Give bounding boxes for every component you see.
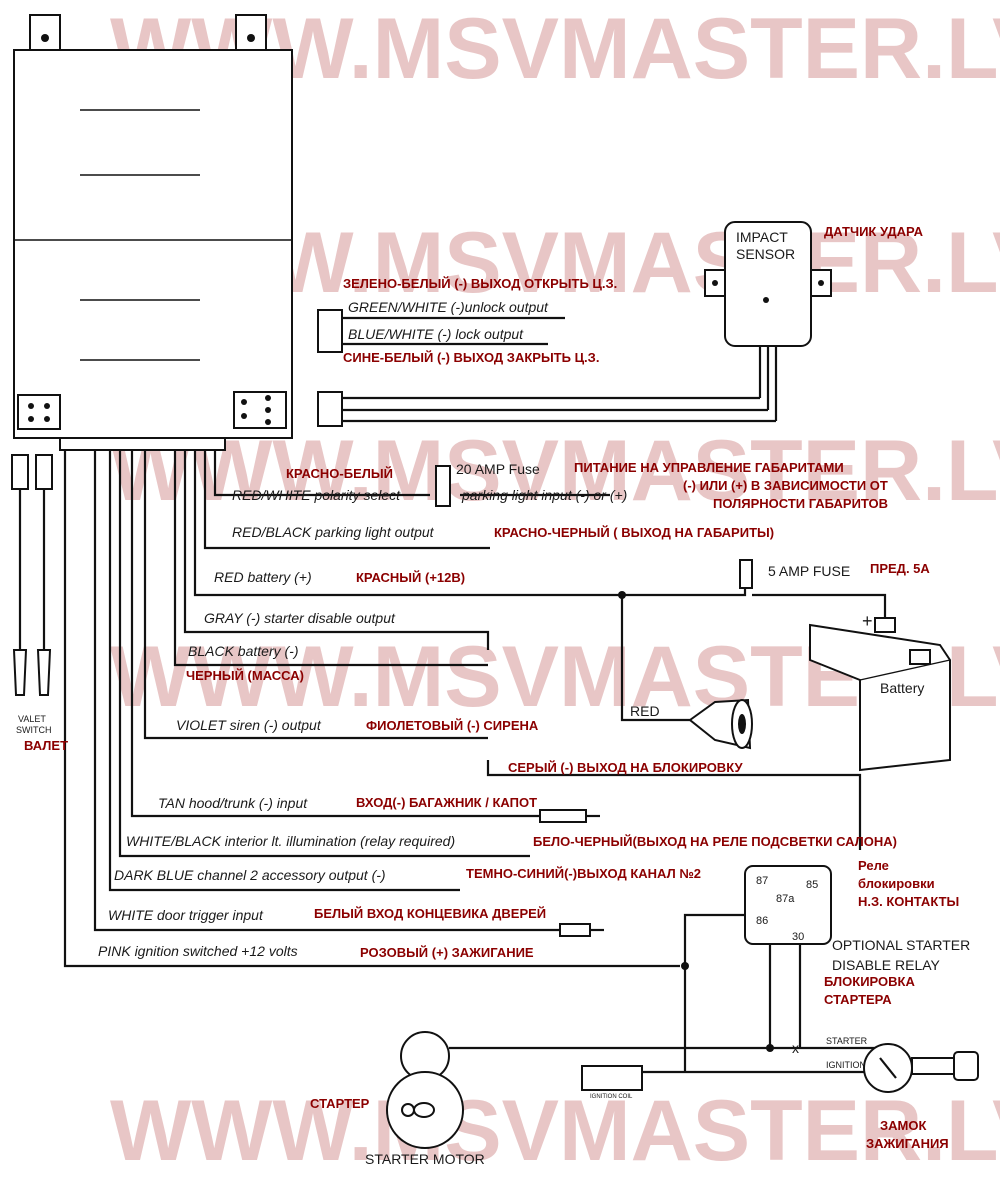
ru-valet: ВАЛЕТ bbox=[24, 738, 68, 753]
ru-violet: ФИОЛЕТОВЫЙ (-) СИРЕНА bbox=[366, 718, 539, 733]
ru-red-white: КРАСНО-БЕЛЫЙ bbox=[286, 466, 393, 481]
ru-black: ЧЕРНЫЙ (МАССА) bbox=[186, 668, 304, 683]
impact-sensor-label-1: IMPACT bbox=[736, 229, 788, 245]
relay-caption-2: DISABLE RELAY bbox=[832, 957, 941, 973]
ru-parking-2: (-) ИЛИ (+) В ЗАВИСИМОСТИ ОТ bbox=[683, 478, 888, 493]
label-violet: VIOLET siren (-) output bbox=[176, 717, 322, 733]
relay-pin-85: 85 bbox=[806, 879, 818, 891]
watermark-5: WWW.MSVMASTER.LV bbox=[110, 1083, 1000, 1179]
wire-labels: RED/WHITE polarity select parking light … bbox=[98, 487, 627, 959]
harness-wires bbox=[63, 450, 747, 968]
gray-disable-line bbox=[486, 760, 862, 850]
impact-sensor-connector bbox=[317, 345, 778, 427]
ru-dark-blue: ТЕМНО-СИНИЙ(-)ВЫХОД КАНАЛ №2 bbox=[466, 866, 701, 881]
ru-starter: СТАРТЕР bbox=[310, 1096, 370, 1111]
door-lock-connector: GREEN/WHITE (-)unlock output BLUE/WHITE … bbox=[317, 299, 565, 353]
ru-impact: ДАТЧИК УДАРА bbox=[824, 224, 924, 239]
label-gray: GRAY (-) starter disable output bbox=[204, 610, 396, 626]
ru-red-black: КРАСНО-ЧЕРНЫЙ ( ВЫХОД НА ГАБАРИТЫ) bbox=[494, 525, 774, 540]
ru-starter-block-2: СТАРТЕРА bbox=[824, 992, 892, 1007]
label-red-white: RED/WHITE polarity select bbox=[232, 487, 401, 503]
relay-pin-30: 30 bbox=[792, 931, 804, 943]
label-pink: PINK ignition switched +12 volts bbox=[98, 943, 298, 959]
ru-gray: СЕРЫЙ (-) ВЫХОД НА БЛОКИРОВКУ bbox=[508, 760, 743, 775]
fuse-5-amp: 5 AMP FUSE RED bbox=[618, 559, 887, 722]
relay-pin-87: 87 bbox=[756, 875, 768, 887]
ru-parking-1: ПИТАНИЕ НА УПРАВЛЕНИЕ ГАБАРИТАМИ bbox=[574, 460, 844, 475]
relay-caption-1: OPTIONAL STARTER bbox=[832, 937, 970, 953]
ignition-starter-label: STARTER bbox=[826, 1036, 868, 1046]
fuse-20-amp: 20 AMP Fuse bbox=[435, 461, 540, 507]
label-white-black: WHITE/BLACK interior lt. illumination (r… bbox=[126, 833, 455, 849]
fuse-5-label: 5 AMP FUSE bbox=[768, 563, 850, 579]
ru-green-white: ЗЕЛЕНО-БЕЛЫЙ (-) ВЫХОД ОТКРЫТЬ Ц.З. bbox=[343, 276, 617, 291]
ignition-ign-label: IGNITION bbox=[826, 1060, 866, 1070]
valet-switch: VALET SWITCH bbox=[11, 454, 53, 735]
siren bbox=[688, 698, 753, 750]
battery: + Battery bbox=[809, 611, 951, 772]
ru-blue-white: СИНЕ-БЕЛЫЙ (-) ВЫХОД ЗАКРЫТЬ Ц.З. bbox=[343, 350, 599, 365]
ru-relay-1: Реле bbox=[858, 858, 889, 873]
ru-fuse5: ПРЕД. 5А bbox=[870, 561, 930, 576]
fuse-20-label: 20 AMP Fuse bbox=[456, 461, 540, 477]
ru-starter-block-1: БЛОКИРОВКА bbox=[824, 974, 915, 989]
ru-ignition-2: ЗАЖИГАНИЯ bbox=[866, 1136, 949, 1151]
label-white: WHITE door trigger input bbox=[108, 907, 264, 923]
ru-red: КРАСНЫЙ (+12В) bbox=[356, 570, 465, 585]
label-red-black: RED/BLACK parking light output bbox=[232, 524, 435, 540]
impact-sensor: IMPACT SENSOR bbox=[704, 221, 832, 347]
ru-ignition-1: ЗАМОК bbox=[880, 1118, 926, 1133]
starter-motor: STARTER MOTOR bbox=[365, 1031, 880, 1167]
ru-relay-2: блокировки bbox=[858, 876, 935, 891]
ru-white-black: БЕЛО-ЧЕРНЫЙ(ВЫХОД НА РЕЛЕ ПОДСВЕТКИ САЛО… bbox=[533, 834, 897, 849]
label-red: RED battery (+) bbox=[214, 569, 312, 585]
ru-parking-3: ПОЛЯРНОСТИ ГАБАРИТОВ bbox=[713, 496, 888, 511]
door-pin-switch bbox=[559, 923, 604, 937]
relay-pin-86: 86 bbox=[756, 915, 768, 927]
russian-annotations: ДАТЧИК УДАРА ЗЕЛЕНО-БЕЛЫЙ (-) ВЫХОД ОТКР… bbox=[24, 224, 959, 1151]
battery-label: Battery bbox=[880, 680, 924, 696]
starter-motor-label: STARTER MOTOR bbox=[365, 1151, 485, 1167]
label-green-white: GREEN/WHITE (-)unlock output bbox=[348, 299, 549, 315]
impact-sensor-label-2: SENSOR bbox=[736, 246, 795, 262]
label-dark-blue: DARK BLUE channel 2 accessory output (-) bbox=[114, 867, 386, 883]
ignition-switch: IGNITION COIL STARTER IGNITION x bbox=[581, 1036, 979, 1100]
label-black: BLACK battery (-) bbox=[188, 643, 298, 659]
valet-switch-label-2: SWITCH bbox=[16, 725, 52, 735]
starter-disable-relay: 87 85 87a 86 30 OPTIONAL STARTER DISABLE… bbox=[681, 865, 970, 1072]
ru-tan: ВХОД(-) БАГАЖНИК / КАПОТ bbox=[356, 795, 537, 810]
label-tan: TAN hood/trunk (-) input bbox=[158, 795, 308, 811]
ru-white: БЕЛЫЙ ВХОД КОНЦЕВИКА ДВЕРЕЙ bbox=[314, 906, 546, 921]
alarm-module bbox=[13, 14, 293, 451]
label-parking-input: parking light input (-) or (+) bbox=[461, 487, 627, 503]
relay-pin-87a: 87a bbox=[776, 893, 795, 905]
ru-relay-3: Н.З. КОНТАКТЫ bbox=[858, 894, 959, 909]
red-tap-label: RED bbox=[630, 703, 660, 719]
hood-pin-switch bbox=[539, 809, 600, 823]
valet-switch-label-1: VALET bbox=[18, 714, 46, 724]
svg-text:+: + bbox=[862, 611, 873, 631]
label-blue-white: BLUE/WHITE (-) lock output bbox=[348, 326, 524, 342]
ru-pink: РОЗОВЫЙ (+) ЗАЖИГАНИЕ bbox=[360, 945, 534, 960]
x-mark: x bbox=[792, 1040, 799, 1056]
ignition-coil-label: IGNITION COIL bbox=[590, 1094, 633, 1100]
